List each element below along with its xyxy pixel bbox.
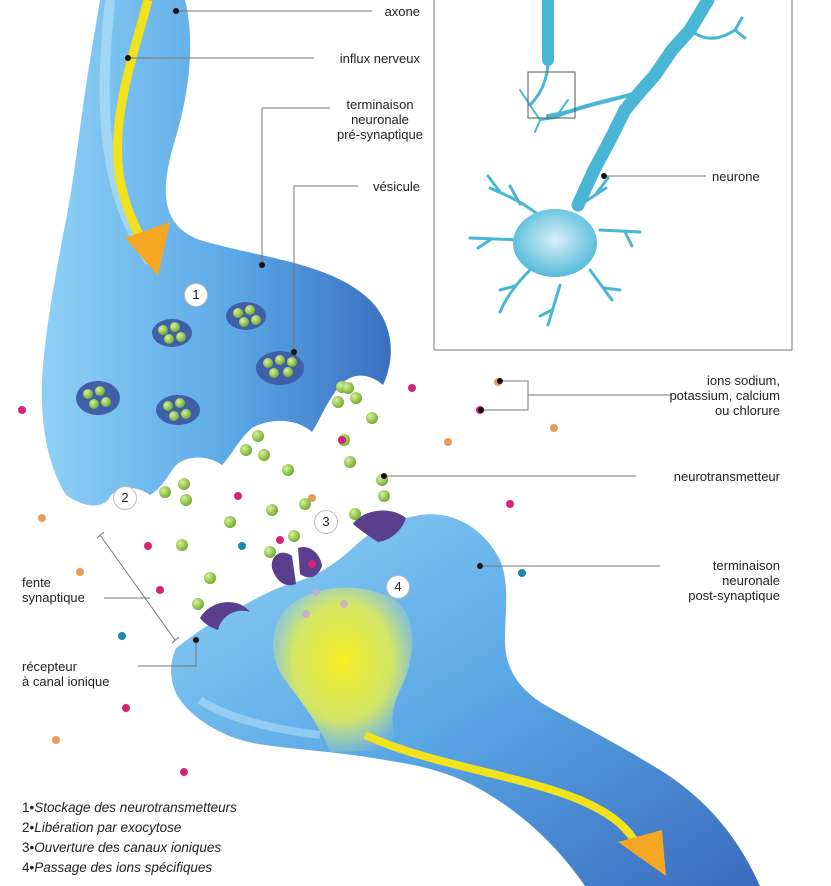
legend-item-1: 1•Stockage des neurotransmetteurs [22, 800, 237, 815]
inset-zoom-box [527, 71, 576, 119]
ions-lilac [302, 588, 348, 618]
step-4-marker: 4 [386, 575, 410, 599]
postsynaptic-highlight [197, 696, 321, 739]
legend-item-2: 2•Libération par exocytose [22, 820, 182, 835]
legend-text: Ouverture des canaux ioniques [34, 840, 222, 855]
presynaptic-terminal [41, 0, 391, 506]
label-fente-line1: fente [22, 575, 51, 590]
ion-flow-arrow-head [618, 830, 666, 876]
label-terminaison-post-line2: neuronale [722, 573, 780, 588]
legend-text: Passage des ions spécifiques [34, 860, 213, 875]
label-terminaison-pre: terminaison neuronale pré-synaptique [330, 97, 430, 142]
legend-num: 2 [22, 820, 30, 835]
ion-flow-glow [272, 587, 413, 752]
step-2-marker: 2 [113, 486, 137, 510]
receptor-1 [200, 602, 250, 630]
label-recepteur-line2: à canal ionique [22, 674, 110, 689]
influx-arrow [113, 0, 153, 253]
step-1-marker: 1 [184, 283, 208, 307]
label-fente: fente synaptique [22, 575, 85, 605]
label-neurone: neurone [712, 169, 760, 184]
label-terminaison-post: terminaison neuronale post-synaptique [660, 558, 780, 603]
legend-num: 3 [22, 840, 30, 855]
legend-text: Libération par exocytose [34, 820, 182, 835]
legend-num: 4 [22, 860, 30, 875]
label-vesicule: vésicule [373, 179, 420, 194]
inset-frame [433, 0, 793, 351]
label-fente-line2: synaptique [22, 590, 85, 605]
leader-dots [125, 8, 607, 643]
label-terminaison-pre-line2: neuronale [351, 112, 409, 127]
fente-bracket-ticks [96, 531, 180, 644]
step-3-marker: 3 [314, 510, 338, 534]
vesicle-contents [83, 305, 297, 421]
label-ions-line1: ions sodium, [707, 373, 780, 388]
legend-item-4: 4•Passage des ions spécifiques [22, 860, 213, 875]
leader-terminaison-pre [261, 107, 330, 265]
label-terminaison-post-line1: terminaison [712, 558, 780, 573]
label-neurotransmetteur: neurotransmetteur [673, 469, 780, 484]
inset-neuron [468, 0, 747, 327]
label-axone: axone [384, 4, 420, 19]
legend-item-3: 3•Ouverture des canaux ioniques [22, 840, 222, 855]
vesicle [76, 381, 120, 415]
legend: 1•Stockage des neurotransmetteurs 2•Libé… [22, 798, 237, 878]
legend-text: Stockage des neurotransmetteurs [34, 800, 237, 815]
label-recepteur: récepteur à canal ionique [22, 659, 109, 689]
fente-bracket [99, 534, 176, 641]
ion-flow-arrow [363, 731, 644, 852]
label-terminaison-pre-line3: pré-synaptique [337, 127, 423, 142]
leader-lines [104, 10, 706, 667]
receptor-2 [271, 552, 296, 586]
ions-magenta [18, 384, 514, 776]
label-recepteur-line1: récepteur [22, 659, 77, 674]
influx-arrow-head [125, 222, 170, 276]
label-terminaison-post-line3: post-synaptique [688, 588, 780, 603]
label-influx: influx nerveux [339, 51, 420, 66]
label-terminaison-pre-line1: terminaison [346, 97, 414, 112]
ions-teal [118, 542, 526, 640]
neurotransmitters [159, 381, 390, 610]
leader-ions [481, 380, 672, 411]
legend-num: 1 [22, 800, 30, 815]
label-ions-line3: ou chlorure [714, 403, 780, 418]
label-ions-line2: potassium, calcium [669, 388, 780, 403]
inset-soma [513, 209, 597, 277]
receptor-4 [353, 510, 406, 542]
leader-recepteur [138, 640, 197, 667]
leader-vesicule [293, 185, 358, 352]
label-ions: ions sodium, potassium, calcium ou chlor… [640, 373, 780, 418]
